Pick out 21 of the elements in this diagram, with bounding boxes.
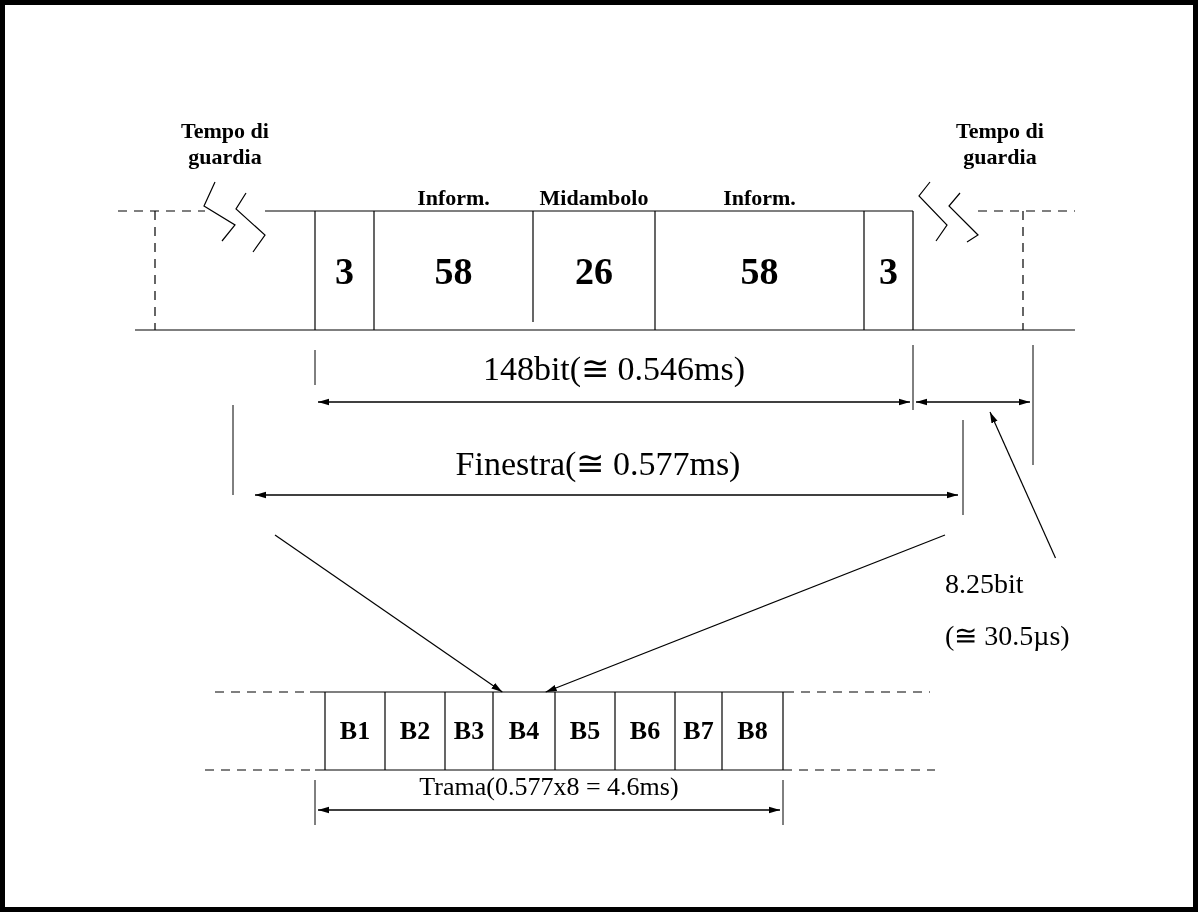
guard-duration-label: (≅ 30.5µs) bbox=[945, 619, 1071, 653]
leader-arrow bbox=[545, 534, 946, 693]
slot-label: B2 bbox=[399, 716, 431, 746]
slot-label: B8 bbox=[737, 716, 768, 746]
slot-label: B5 bbox=[569, 716, 601, 746]
bit-count: 58 bbox=[434, 248, 473, 293]
leader-arrow bbox=[989, 411, 1057, 559]
slot-label: B6 bbox=[629, 716, 661, 746]
bit-count: 3 bbox=[879, 248, 898, 293]
slot-label: B4 bbox=[508, 716, 540, 746]
slot-label: B7 bbox=[683, 716, 714, 746]
slot-label: B3 bbox=[453, 716, 485, 746]
field-heading: Inform. bbox=[723, 185, 796, 211]
field-heading: Midambolo bbox=[539, 185, 649, 211]
bit-count: 3 bbox=[335, 248, 354, 293]
bit-count: 26 bbox=[575, 248, 613, 293]
guard-duration-label: 8.25bit bbox=[945, 567, 1025, 601]
leader-arrow bbox=[274, 534, 503, 693]
slot-label: B1 bbox=[339, 716, 371, 746]
field-heading: Inform. bbox=[417, 185, 490, 211]
bit-count: 58 bbox=[740, 248, 779, 293]
